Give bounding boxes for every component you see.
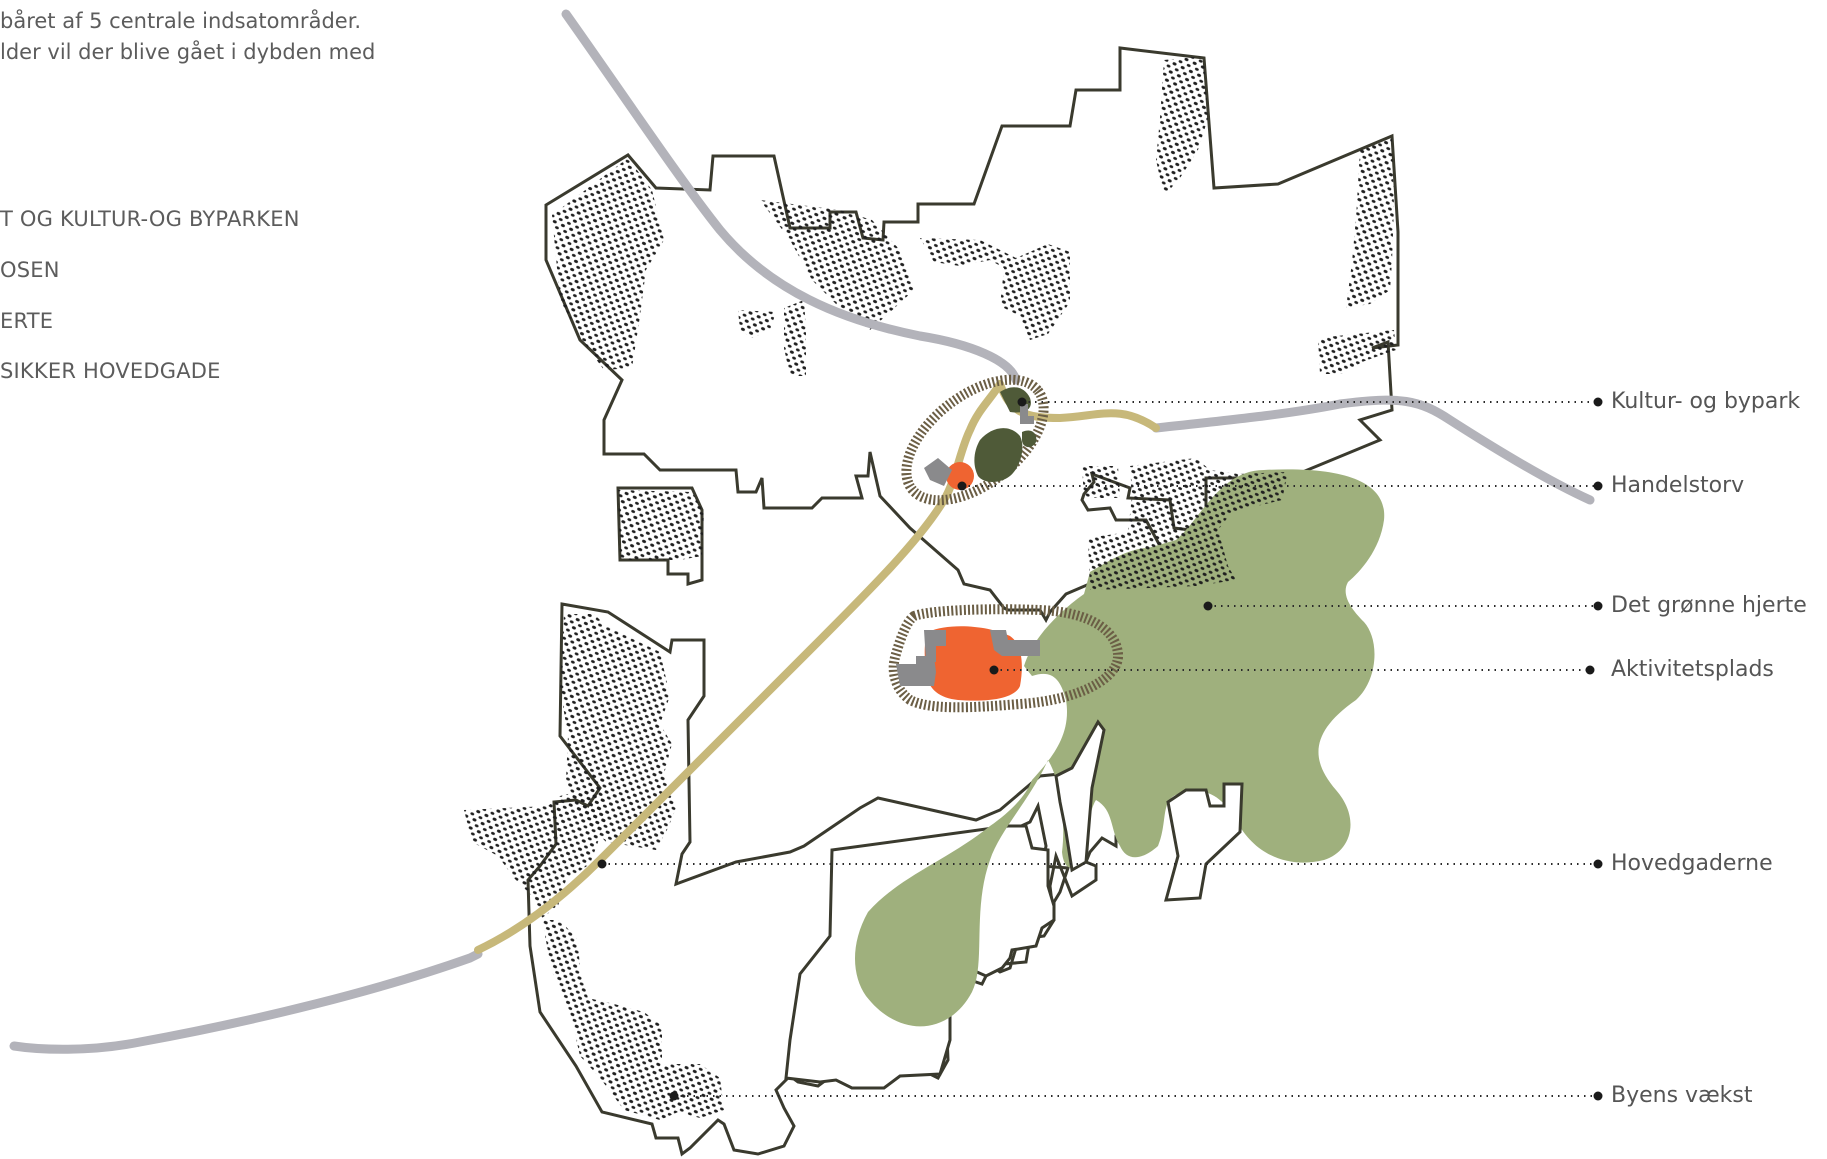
intro-text: båret af 5 centrale indsatområder. lder … <box>0 6 375 68</box>
green-heart-area <box>855 469 1385 1027</box>
label-det-gronne-hjerte: Det grønne hjerte <box>1611 593 1807 618</box>
topic-item-3: ERTE <box>0 309 54 333</box>
callout-lines <box>602 401 1596 1097</box>
topic-item-1: T OG KULTUR-OG BYPARKEN <box>0 207 300 231</box>
topic-item-4: SIKKER HOVEDGADE <box>0 359 221 383</box>
intro-line-2: lder vil der blive gået i dybden med <box>0 40 376 64</box>
label-hovedgaderne: Hovedgaderne <box>1611 851 1773 876</box>
label-aktivitetsplads: Aktivitetsplads <box>1611 657 1774 682</box>
label-kultur-bypark: Kultur- og bypark <box>1611 389 1801 414</box>
urban-growth-areas <box>464 56 1396 1120</box>
topic-item-2: OSEN <box>0 258 60 282</box>
buildings <box>896 404 1040 686</box>
label-handelstorv: Handelstorv <box>1611 473 1745 498</box>
callout-dots <box>597 397 1603 1101</box>
label-byens-vaekst: Byens vækst <box>1611 1083 1753 1108</box>
regional-roads <box>9 9 1595 1054</box>
intro-line-1: båret af 5 centrale indsatområder. <box>0 9 362 33</box>
focus-rings <box>888 374 1123 713</box>
